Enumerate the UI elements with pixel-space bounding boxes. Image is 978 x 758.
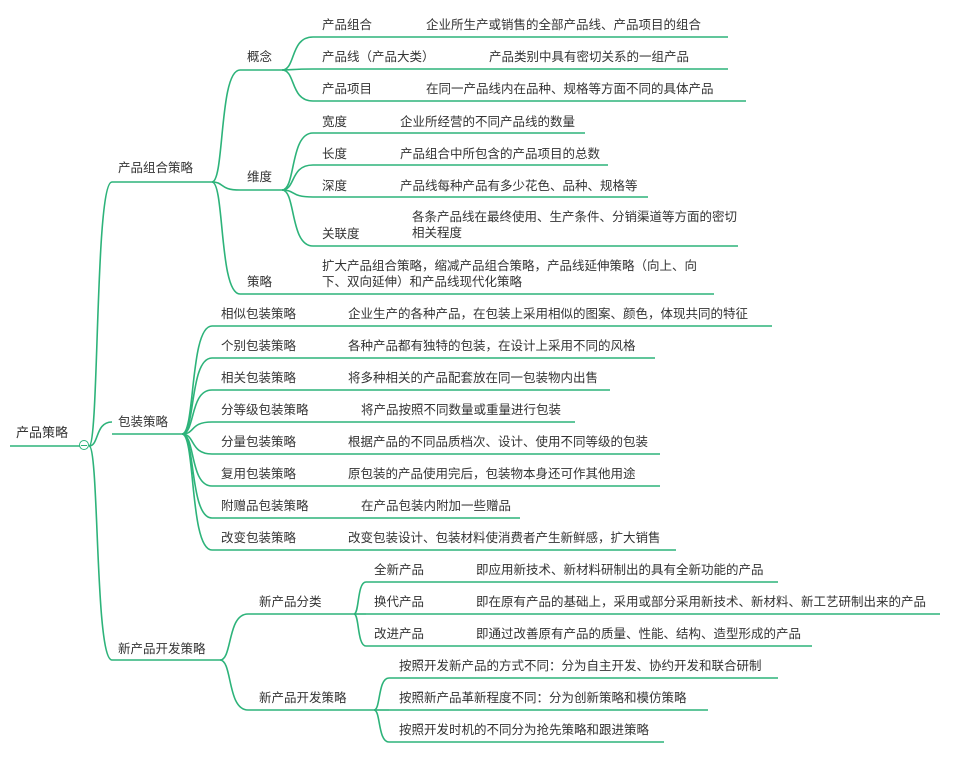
dimension-width-desc: 企业所经营的不同产品线的数量	[400, 114, 576, 129]
connector-pack-2	[181, 389, 213, 435]
branch-packaging-strategy[interactable]: 包装策略	[118, 414, 169, 429]
dimension-depth[interactable]: 深度	[322, 178, 348, 193]
pack-change-desc: 改变包装设计、包装材料使消费者产生新鲜感，扩大销售	[348, 530, 661, 545]
concept-product-line[interactable]: 产品线（产品大类）	[322, 49, 435, 64]
np-strategy-item-2[interactable]: 按照新产品革新程度不同：分为创新策略和模仿策略	[399, 690, 687, 705]
connector-dimension-0	[281, 132, 314, 191]
connector-np-dev-strategy	[219, 659, 249, 711]
dimension-depth-desc: 产品线每种产品有多少花色、品种、规格等	[400, 178, 638, 193]
pack-gift-desc: 在产品包装内附加一些赠品	[361, 498, 512, 513]
pack-reuse[interactable]: 复用包装策略	[221, 466, 297, 481]
connector-concept-0	[281, 36, 314, 71]
concept-product-item-desc: 在同一产品线内在品种、规格等方面不同的具体产品	[426, 81, 714, 96]
strategy-desc: 扩大产品组合策略，缩减产品组合策略，产品线延伸策略（向上、向下、双向延伸）和产品…	[322, 258, 698, 289]
dimension-relevance-desc: 各条产品线在最终使用、生产条件、分销渠道等方面的密切相关程度	[412, 209, 738, 240]
connector-concept	[211, 69, 241, 183]
concept-product-line-desc: 产品类别中具有密切关系的一组产品	[489, 49, 690, 64]
connector-dimension-1	[281, 164, 314, 191]
topic-strategy[interactable]: 策略	[247, 274, 273, 289]
connector-root-1	[88, 421, 113, 447]
connector-np-classification	[219, 613, 249, 661]
np-improved[interactable]: 改进产品	[374, 626, 425, 641]
collapse-toggle-icon[interactable]	[79, 440, 89, 450]
pack-similar[interactable]: 相似包装策略	[221, 306, 297, 321]
pack-individual[interactable]: 个别包装策略	[221, 338, 297, 353]
pack-related-desc: 将多种相关的产品配套放在同一包装物内出售	[348, 370, 599, 385]
topic-dimension[interactable]: 维度	[247, 169, 273, 184]
np-brand-new-desc: 即应用新技术、新材料研制出的具有全新功能的产品	[476, 562, 764, 577]
connector-np-dev-0	[373, 677, 390, 711]
pack-similar-desc: 企业生产的各种产品，在包装上采用相似的图案、颜色，体现共同的特征	[348, 306, 749, 321]
connector-concept-1	[281, 68, 314, 71]
connector-pack-6	[181, 433, 213, 519]
pack-quantity-desc: 根据产品的不同品质档次、设计、使用不同等级的包装	[348, 434, 649, 449]
topic-new-product-dev-strategy[interactable]: 新产品开发策略	[259, 690, 347, 705]
connector-root-2	[88, 445, 113, 661]
np-replacement-desc: 即在原有产品的基础上，采用或部分采用新技术、新材料、新工艺研制出来的产品	[476, 594, 927, 609]
np-replacement[interactable]: 换代产品	[374, 594, 425, 609]
np-brand-new[interactable]: 全新产品	[374, 562, 425, 577]
pack-grade[interactable]: 分等级包装策略	[221, 402, 309, 417]
dimension-length[interactable]: 长度	[322, 146, 348, 161]
connector-root-0	[88, 181, 113, 447]
root-topic[interactable]: 产品策略	[16, 426, 69, 441]
concept-product-item[interactable]: 产品项目	[322, 81, 373, 96]
pack-reuse-desc: 原包装的产品使用完后，包装物本身还可作其他用途	[348, 466, 636, 481]
branch-product-mix-strategy[interactable]: 产品组合策略	[118, 160, 194, 175]
connector-concept-2	[281, 69, 314, 102]
connector-np-class-2	[353, 613, 367, 647]
np-strategy-item-1[interactable]: 按照开发新产品的方式不同：分为自主开发、协约开发和联合研制	[399, 658, 762, 673]
pack-related[interactable]: 相关包装策略	[221, 370, 297, 385]
branch-new-product-development[interactable]: 新产品开发策略	[118, 641, 206, 656]
dimension-relevance[interactable]: 关联度	[322, 226, 360, 241]
topic-concept[interactable]: 概念	[247, 49, 273, 64]
pack-change[interactable]: 改变包装策略	[221, 530, 297, 545]
connector-strategy	[211, 181, 241, 295]
dimension-length-desc: 产品组合中所包含的产品项目的总数	[400, 146, 601, 161]
pack-individual-desc: 各种产品都有独特的包装，在设计上采用不同的风格	[348, 338, 636, 353]
concept-product-mix[interactable]: 产品组合	[322, 17, 373, 32]
concept-product-mix-desc: 企业所生产或销售的全部产品线、产品项目的组合	[426, 17, 702, 32]
pack-grade-desc: 将产品按照不同数量或重量进行包装	[361, 402, 562, 417]
pack-quantity[interactable]: 分量包装策略	[221, 434, 297, 449]
np-improved-desc: 即通过改善原有产品的质量、性能、结构、造型形成的产品	[476, 626, 802, 641]
connector-np-dev-2	[373, 709, 390, 743]
np-strategy-item-3[interactable]: 按照开发时机的不同分为抢先策略和跟进策略	[399, 722, 650, 737]
pack-gift[interactable]: 附赠品包装策略	[221, 498, 309, 513]
dimension-width[interactable]: 宽度	[322, 114, 348, 129]
connector-pack-7	[181, 433, 213, 551]
connector-np-class-0	[353, 581, 367, 615]
topic-new-product-classification[interactable]: 新产品分类	[259, 594, 322, 609]
connector-dimension	[211, 181, 241, 191]
connector-dimension-3	[281, 189, 314, 247]
connector-pack-1	[181, 357, 213, 435]
